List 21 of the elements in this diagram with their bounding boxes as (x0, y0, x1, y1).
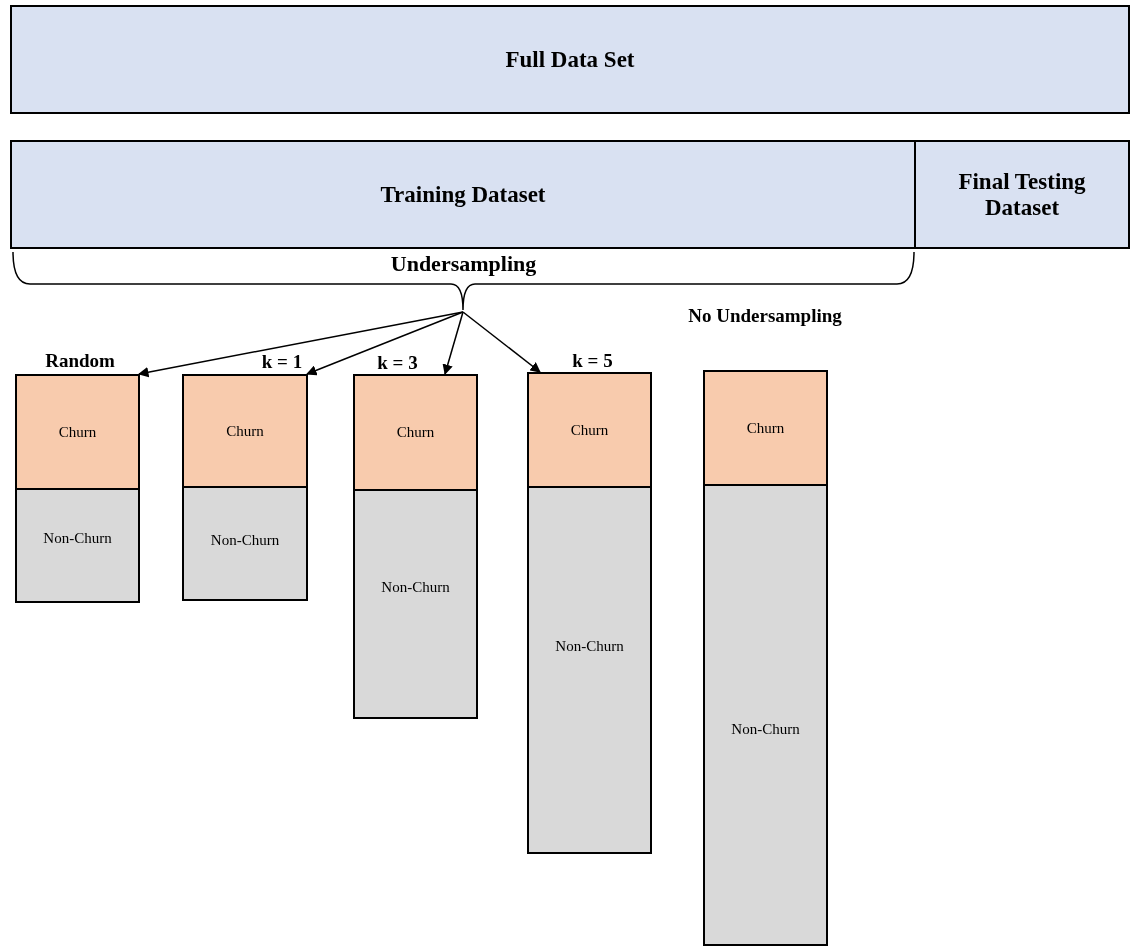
column-heading: k = 5 (571, 350, 614, 373)
column-heading: Random (44, 350, 116, 373)
non-churn-segment: Non-Churn (353, 489, 478, 719)
churn-segment: Churn (182, 374, 308, 488)
dataset-bar: Training Dataset (10, 140, 916, 249)
arrow (306, 311, 464, 376)
non-churn-segment: Non-Churn (15, 488, 140, 603)
dataset-bar: Final Testing Dataset (914, 140, 1130, 249)
column-heading: No Undersampling (687, 305, 843, 328)
churn-segment: Churn (527, 372, 652, 488)
dataset-bar: Full Data Set (10, 5, 1130, 114)
column-heading: k = 3 (376, 352, 419, 375)
churn-segment: Churn (353, 374, 478, 491)
arrow (442, 311, 464, 375)
non-churn-segment: Non-Churn (182, 486, 308, 601)
churn-segment: Churn (15, 374, 140, 490)
churn-segment: Churn (703, 370, 828, 486)
non-churn-segment: Non-Churn (703, 484, 828, 946)
non-churn-segment: Non-Churn (527, 486, 652, 854)
arrow (462, 311, 541, 373)
column-heading: k = 1 (260, 351, 304, 374)
